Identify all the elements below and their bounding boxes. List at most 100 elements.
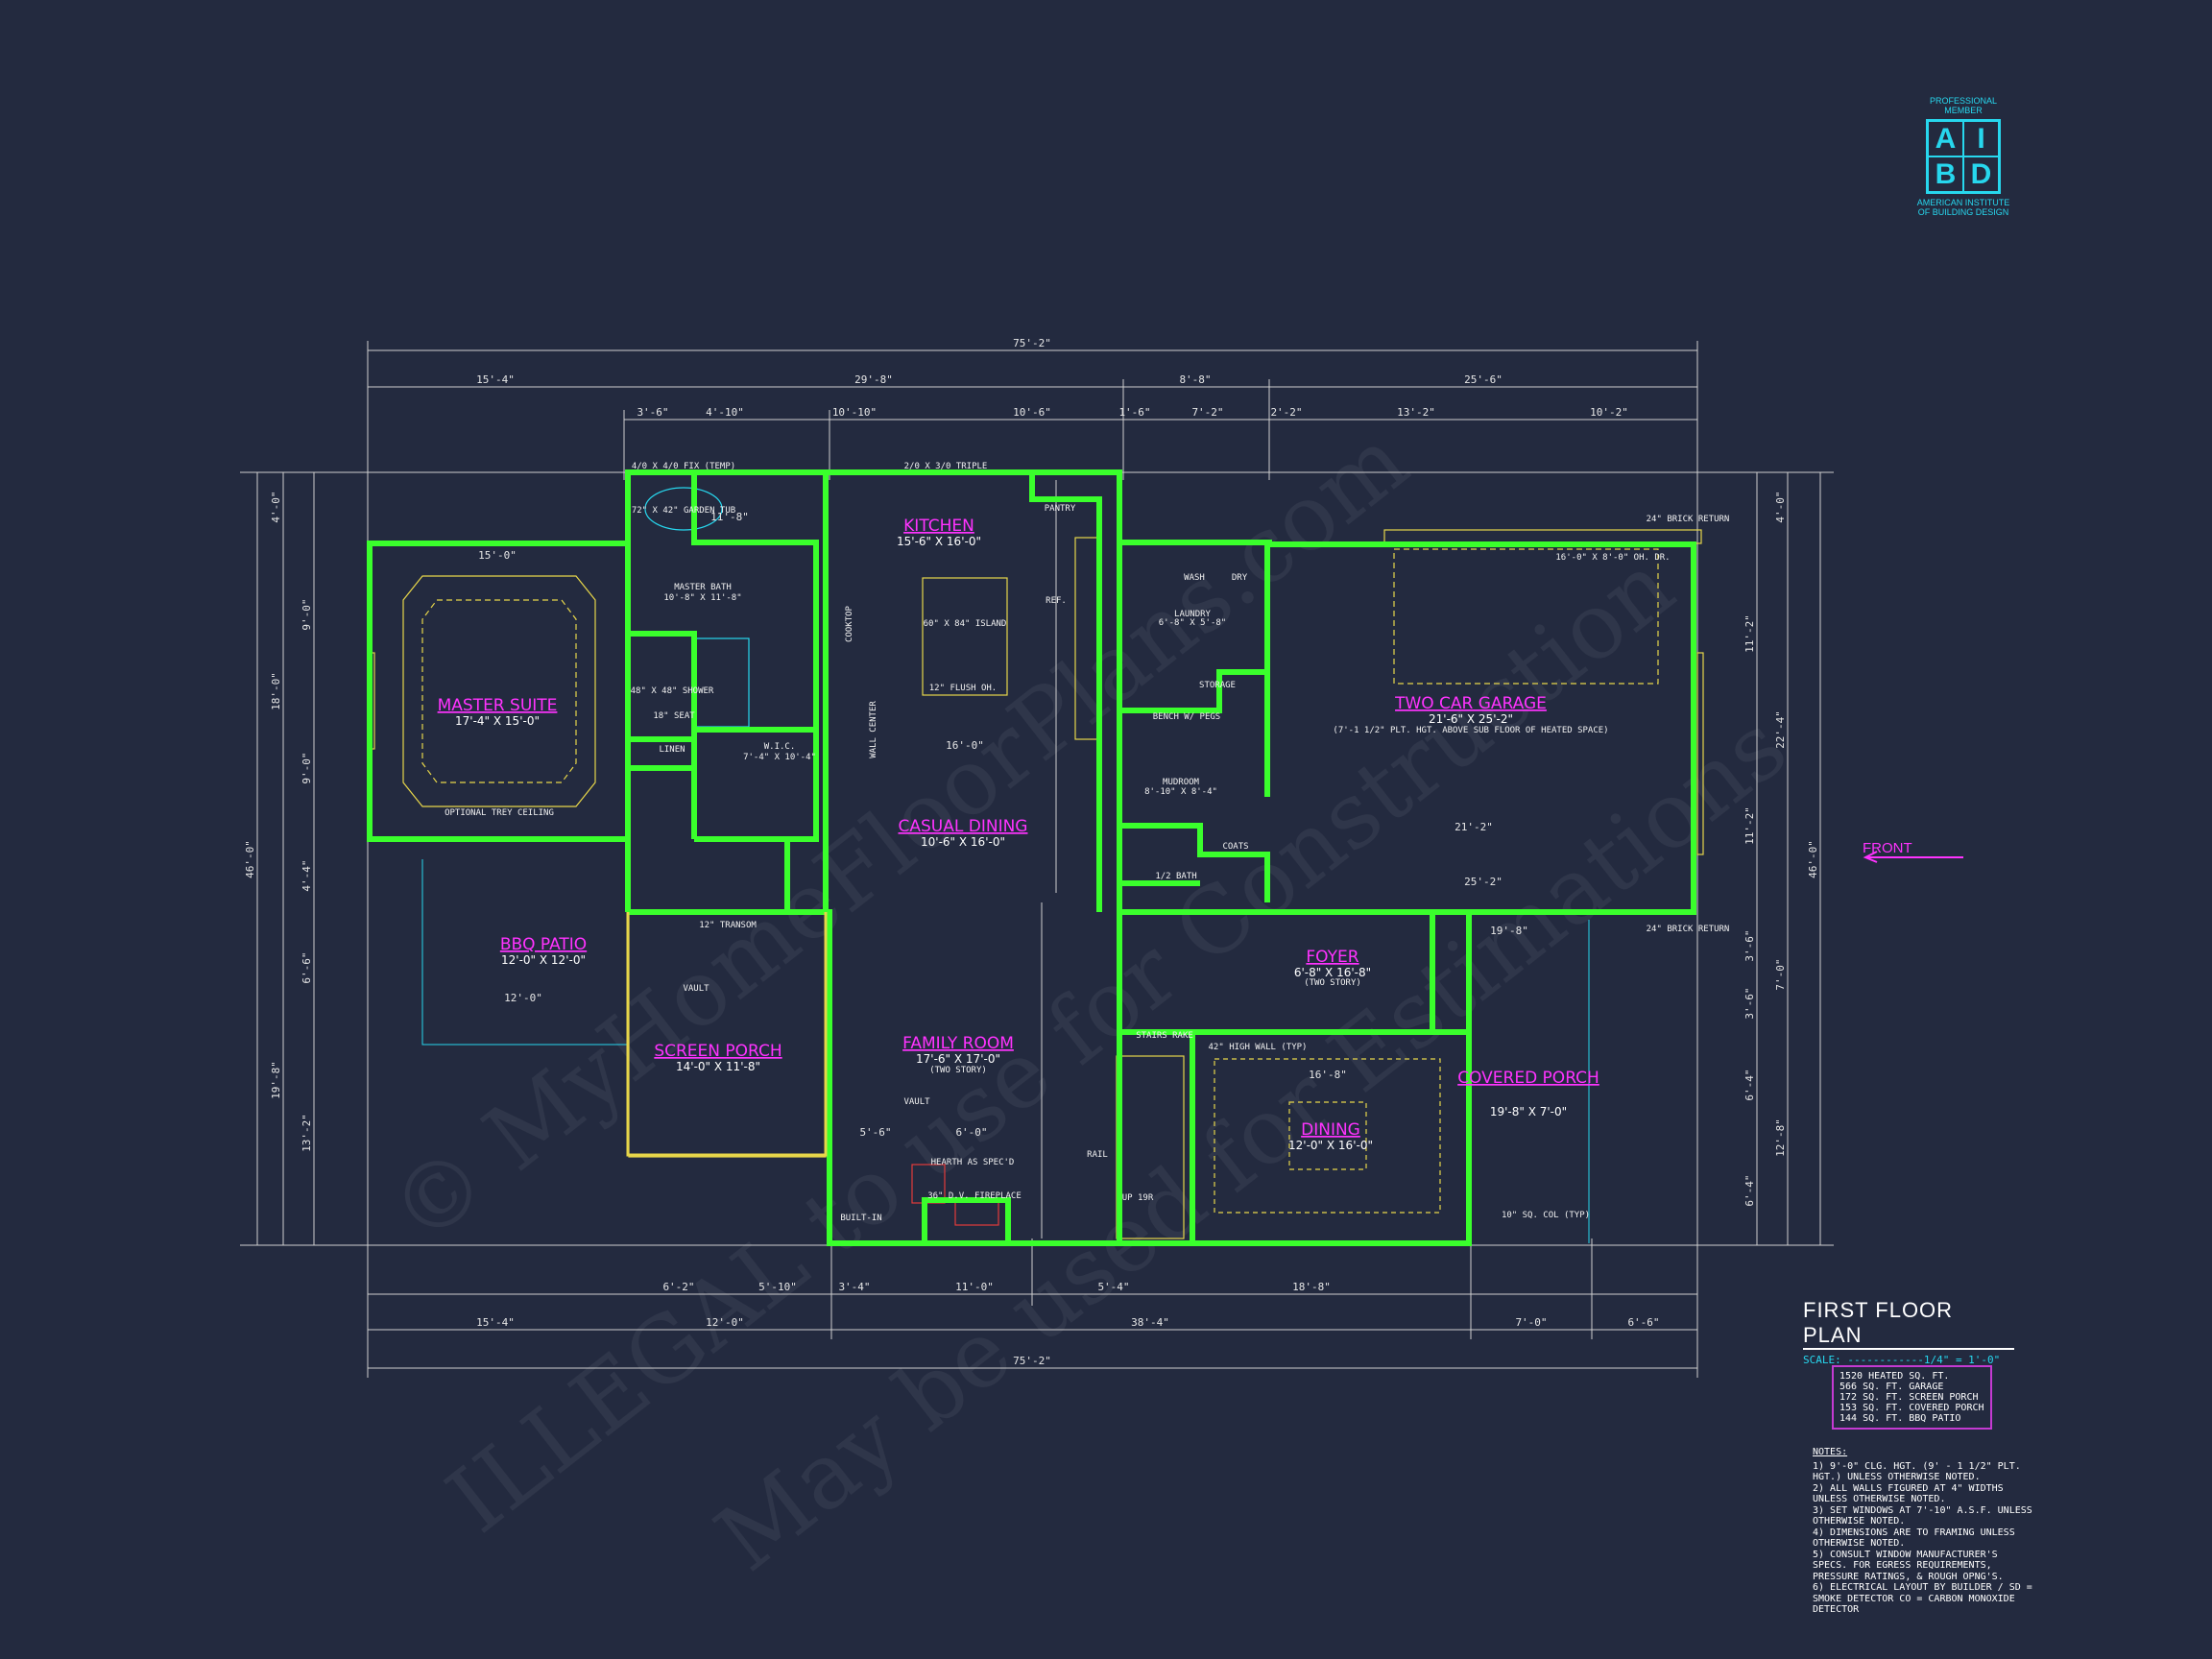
room-laundry: LAUNDRY [1174,610,1212,619]
screen-porch-frame [626,912,828,1157]
dim-right: 6'-4" [1743,1069,1756,1100]
dim-bottom: 5'-10" [758,1281,797,1293]
front-arrow-icon [1863,851,1963,863]
dim-top: 25'-6" [1464,373,1503,386]
label-island: 60" X 84" ISLAND [924,619,1007,629]
label-dry: DRY [1232,573,1248,583]
dim-interior: 21'-2" [1455,821,1493,833]
room-note: (TWO STORY) [929,1066,987,1075]
dim-left-overall: 46'-0" [244,840,256,878]
room-labels: MASTER SUITE 17'-4" X 15'-0" MASTER BATH… [438,517,1609,1152]
dim-top2: 2'-2" [1270,406,1302,419]
dim-left: 13'-2" [301,1114,313,1152]
room-mudroom: MUDROOM [1163,778,1200,787]
dim-bottom: 6'-2" [662,1281,694,1293]
note-item: 1) 9'-0" CLG. HGT. (9' - 1 1/2" PLT. HGT… [1813,1460,2021,1483]
dim-interior: 16'-0" [946,739,984,752]
label-fridge: REF. [1046,596,1067,606]
dim-top2: 7'-2" [1191,406,1223,419]
room-garage: TWO CAR GARAGE [1394,694,1547,713]
note-item: 3) SET WINDOWS AT 7'-10" A.S.F. UNLESS O… [1813,1504,2032,1527]
dim-overall-bottom: 75'-2" [1013,1355,1051,1367]
logo-bottom-text: AMERICAN INSTITUTE OF BUILDING DESIGN [1916,198,2010,217]
dim-right: 22'-4" [1774,710,1787,749]
room-size: 12'-0" X 12'-0" [501,953,586,967]
label-bench: BENCH W/ PEGS [1153,712,1220,722]
aibd-logo: PROFESSIONAL MEMBER A I B D AMERICAN INS… [1911,96,2016,217]
room-size: 7'-4" X 10'-4" [743,753,816,762]
note-item: 5) CONSULT WINDOW MANUFACTURER'S SPECS. … [1813,1549,2004,1582]
dim-interior: 6'-0" [955,1126,987,1139]
label-coats: COATS [1222,842,1248,852]
dim-top: 15'-4" [476,373,515,386]
area-line: 144 SQ. FT. BBQ PATIO [1839,1413,1961,1424]
dim-top2: 3'-6" [637,406,668,419]
dim-interior: 15'-0" [478,549,517,562]
dim-bottom2: 38'-4" [1131,1316,1169,1329]
label-triple: 2/0 X 3/0 TRIPLE [904,462,988,471]
label-brick-return: 24" BRICK RETURN [1647,925,1730,934]
dim-right: 6'-4" [1743,1174,1756,1206]
area-line: 172 SQ. FT. SCREEN PORCH [1839,1392,1979,1403]
dim-right: 12'-8" [1774,1118,1787,1157]
logo-letter: A [1928,121,1963,156]
label-rail: RAIL [1087,1150,1108,1160]
logo-letter: I [1963,121,1999,156]
label-stairs: STAIRS RAKE [1136,1031,1193,1041]
dim-left: 19'-8" [270,1061,282,1099]
dim-top2: 4'-10" [706,406,744,419]
label-pantry: PANTRY [1045,504,1076,514]
label-garden-tub: 72" X 42" GARDEN TUB [632,506,735,516]
room-size: 17'-6" X 17'-0" [916,1052,1000,1066]
label-linen: LINEN [659,745,685,755]
dim-right: 3'-6" [1743,987,1756,1019]
room-size: 8'-10" X 8'-4" [1144,787,1217,797]
room-master-suite: MASTER SUITE [438,696,558,715]
room-family-room: FAMILY ROOM [902,1034,1014,1053]
label-flush: 12" FLUSH OH. [929,684,997,693]
dimension-text: 75'-2" 15'-4" 29'-8" 8'-8" 25'-6" 3'-6" … [244,337,1819,1367]
room-size: 10'-8" X 11'-8" [663,593,741,603]
label-built-in: BUILT-IN [840,1214,881,1223]
label-wash: WASH [1184,573,1205,583]
room-size: 12'-0" X 16'-0" [1288,1139,1373,1152]
dim-bottom: 5'-4" [1097,1281,1129,1293]
room-size: 14'-0" X 11'-8" [676,1060,760,1073]
dim-right: 4'-0" [1774,491,1787,522]
walls [367,469,1696,1246]
dim-left: 9'-0" [301,752,313,783]
dim-top: 8'-8" [1179,373,1211,386]
note-item: 2) ALL WALLS FIGURED AT 4" WIDTHS UNLESS… [1813,1482,2004,1505]
dim-overall-top: 75'-2" [1013,337,1051,349]
room-covered-porch: COVERED PORCH [1457,1069,1599,1088]
label-knee-wall: 42" HIGH WALL (TYP) [1209,1043,1308,1052]
dim-top: 29'-8" [854,373,893,386]
label-vault: VAULT [683,984,709,994]
notes-heading: NOTES: [1813,1447,1848,1457]
label-wall-center: WALL CENTER [869,701,878,758]
room-note: (TWO STORY) [1304,978,1361,988]
room-dining: DINING [1301,1120,1360,1140]
area-summary: 1520 HEATED SQ. FT. 566 SQ. FT. GARAGE 1… [1832,1365,1992,1430]
watermark: © MyHomeFloorPlans.com ILLEGAL to use fo… [371,408,1806,1592]
dim-interior: 16'-8" [1309,1069,1347,1081]
room-bbq-patio: BBQ PATIO [500,935,587,954]
area-line: 1520 HEATED SQ. FT. [1839,1371,1950,1382]
dim-bottom: 11'-0" [955,1281,994,1293]
dim-left: 4'-0" [270,491,282,522]
label-brick-return: 24" BRICK RETURN [1647,515,1730,524]
room-size: 21'-6" X 25'-2" [1429,712,1513,726]
dim-interior: 12'-0" [504,992,542,1004]
fixture-labels: 72" X 42" GARDEN TUB 48" X 48" SHOWER 18… [445,462,1729,1223]
note-item: 4) DIMENSIONS ARE TO FRAMING UNLESS OTHE… [1813,1527,2015,1550]
dim-interior: 11'-8" [710,511,749,523]
label-window-top: 4/0 X 4/0 FIX (TEMP) [632,462,735,471]
dim-right: 3'-6" [1743,929,1756,961]
room-size: 19'-8" X 7'-0" [1490,1105,1567,1118]
dim-interior: 19'-8" [1490,925,1528,937]
room-foyer: FOYER [1306,948,1358,967]
dim-bottom2: 7'-0" [1515,1316,1547,1329]
dim-top2: 10'-10" [832,406,877,419]
label-storage: STORAGE [1199,681,1236,690]
notes-block: NOTES: 1) 9'-0" CLG. HGT. (9' - 1 1/2" P… [1813,1447,2033,1616]
